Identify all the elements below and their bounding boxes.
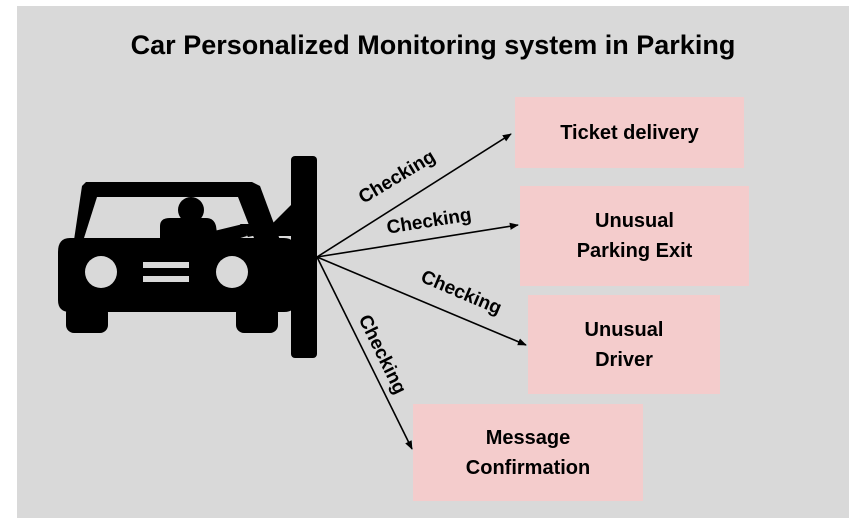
diagram-title: Car Personalized Monitoring system in Pa… [130,30,736,60]
box-driver-line-1: Unusual [584,318,664,341]
box-message-confirmation: Message Confirmation [413,404,643,501]
box-exit-line-1: Unusual [595,210,674,232]
box-unusual-parking-exit: Unusual Parking Exit [520,186,749,286]
arrow-to-unusual-parking-exit [316,222,519,258]
arrow-to-message-confirmation [316,256,413,450]
arrow-to-ticket-delivery [316,133,512,258]
car-with-driver-icon [58,182,296,333]
arrow-label-ticket: Checking [355,146,439,208]
box-ticket-line-1: Ticket delivery [560,121,699,144]
arrow-to-unusual-driver [316,256,527,346]
box-message-line-1: Message [485,426,571,449]
box-driver-line-2: Driver [595,348,653,371]
arrow-label-message: Checking [354,312,410,398]
box-ticket-delivery: Ticket delivery [515,97,744,168]
parking-gate-post-icon [272,156,317,358]
box-unusual-driver: Unusual Driver [528,295,720,394]
box-message-line-2: Confirmation [465,456,591,479]
box-exit-line-2: Parking Exit [576,240,693,262]
arrow-label-driver: Checking [418,267,505,320]
